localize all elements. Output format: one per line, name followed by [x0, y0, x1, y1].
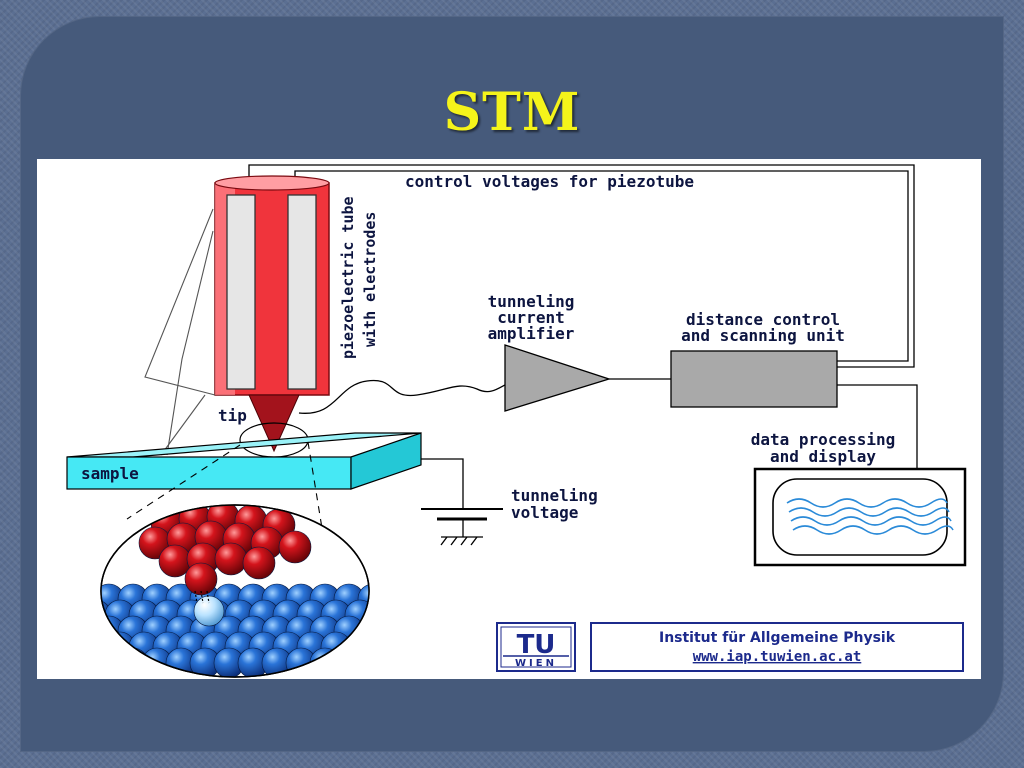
distance-control-label-1: distance control [686, 310, 840, 329]
tu-wien-logo: TU WIEN [496, 622, 576, 672]
sample-atom [101, 647, 125, 677]
sample-atom [101, 631, 112, 663]
piezo-tube-label-2: with electrodes [361, 212, 379, 347]
institute-box: Institut für Allgemeine Physik www.iap.t… [590, 622, 964, 672]
sample-atom [357, 647, 369, 677]
electrode-left [226, 194, 256, 390]
sample-atom [70, 616, 100, 646]
sample-atom [309, 647, 341, 677]
stm-diagram: sample tip [37, 159, 981, 679]
sample-atom [368, 631, 369, 663]
distance-control-unit [670, 350, 838, 408]
sample-atom [117, 647, 149, 677]
amplifier-label-1: tunneling [488, 292, 575, 311]
amplifier-label-2: current [497, 308, 564, 327]
zoom-lines [126, 441, 328, 560]
current-wire [298, 378, 528, 414]
atoms-layer [70, 505, 369, 678]
piezo-tube-label-1: piezoelectric tube [339, 196, 357, 359]
tip-atom [242, 546, 276, 580]
electrode-right [287, 194, 317, 390]
control-voltages-label: control voltages for piezotube [405, 172, 694, 191]
logo-wien: WIEN [515, 658, 557, 669]
scan-outline [144, 208, 216, 456]
data-processing-label-1: data processing [751, 430, 896, 449]
tunneling-voltage-label-2: voltage [511, 503, 578, 522]
institute-name: Institut für Allgemeine Physik [659, 630, 896, 646]
sample-atom [104, 631, 136, 663]
data-processing-label-2: and display [770, 447, 876, 466]
sample: sample [66, 432, 422, 490]
tip-atom [278, 530, 312, 564]
slide-title: STM [443, 82, 581, 143]
tunneling-voltage-circuit [421, 458, 503, 546]
sample-atom [70, 584, 100, 614]
amplifier-label-3: amplifier [488, 324, 575, 343]
sample-label: sample [81, 464, 139, 483]
piezo-tube [214, 175, 330, 396]
highlighted-atom [193, 595, 225, 627]
atomic-zoom [70, 504, 370, 678]
sample-atom [333, 647, 365, 677]
institute-url[interactable]: www.iap.tuwien.ac.at [693, 649, 862, 665]
sample-atom [285, 647, 317, 677]
tunneling-voltage-label-1: tunneling [511, 486, 598, 505]
sample-atom [357, 615, 369, 647]
display-monitor [753, 467, 967, 567]
amplifier [504, 344, 612, 412]
distance-control-label-2: and scanning unit [681, 326, 845, 345]
tip-label: tip [218, 406, 247, 425]
sample-atom [368, 599, 369, 631]
sample-atom [70, 648, 100, 678]
logo-tu: TU [517, 630, 556, 660]
tip-atom [184, 562, 218, 596]
tip-atom [214, 542, 248, 576]
